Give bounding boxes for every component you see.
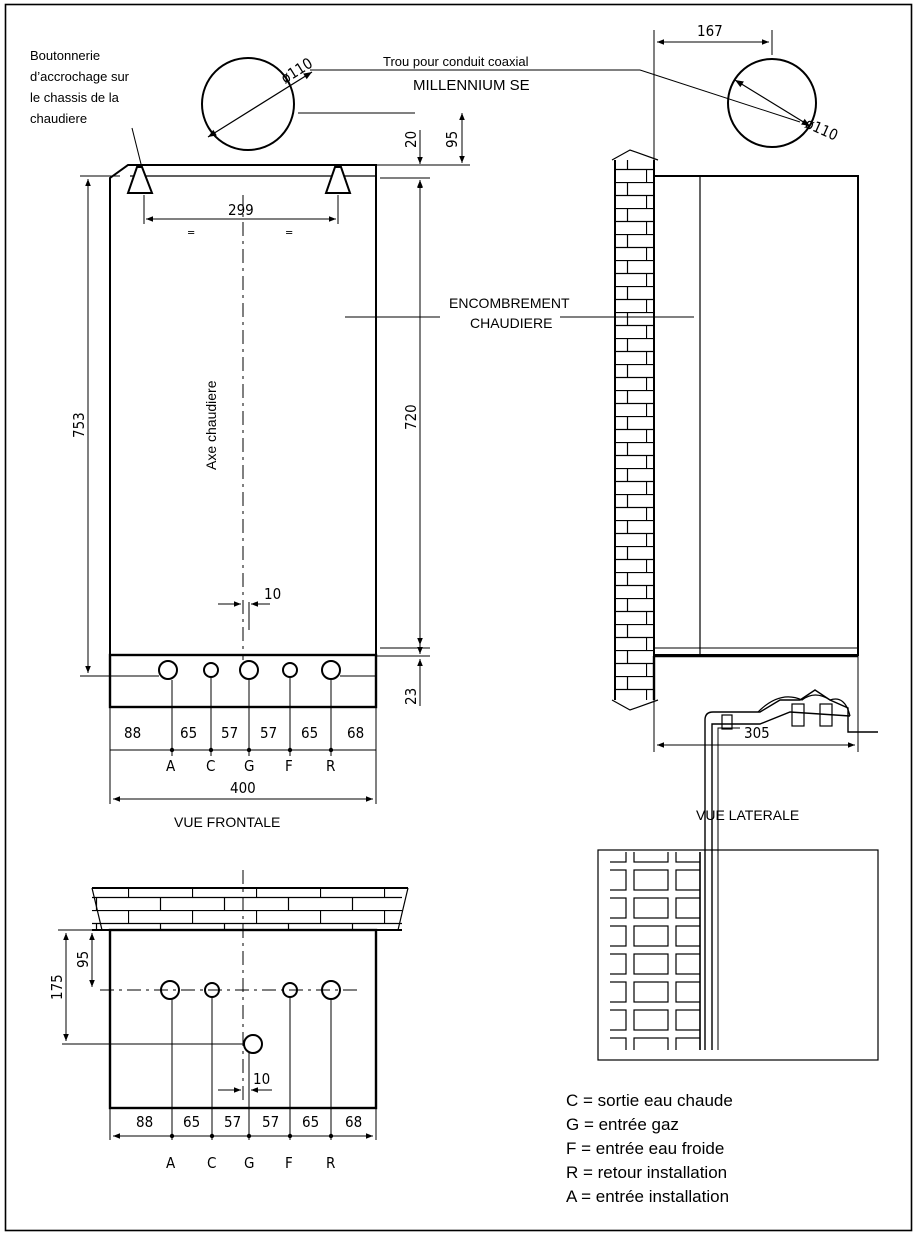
dim-95: 95 <box>443 131 461 148</box>
side-view <box>310 30 859 752</box>
top-spacing-1: 88 <box>136 1113 153 1131</box>
dim-167: 167 <box>697 22 723 40</box>
encombrement-label-1: ENCOMBREMENT <box>449 295 570 311</box>
legend-line-3: F = entrée eau froide <box>566 1139 724 1158</box>
trou-conduit-label: Trou pour conduit coaxial <box>383 54 529 69</box>
top-letter-F: F <box>285 1154 293 1172</box>
axe-chaudiere-label: Axe chaudiere <box>203 380 219 470</box>
boutonnerie-label-3: le chassis de la <box>30 90 120 105</box>
side-flue-circle <box>727 58 817 148</box>
dim-eq-left: = <box>187 226 195 239</box>
front-letter-A: A <box>166 757 176 775</box>
front-spacing-2: 65 <box>180 724 197 742</box>
dim-95-top: 95 <box>74 951 92 968</box>
dim-299: 299 <box>228 201 254 219</box>
top-spacing-2: 65 <box>183 1113 200 1131</box>
connection-A-icon <box>158 660 178 680</box>
top-spacing-4: 57 <box>262 1113 279 1131</box>
front-spacing-5: 65 <box>301 724 318 742</box>
dim-23: 23 <box>402 688 420 705</box>
front-spacing-1: 88 <box>124 724 141 742</box>
dim-720: 720 <box>402 404 420 430</box>
hanging-slot-left-icon <box>126 166 154 194</box>
millennium-label: MILLENNIUM SE <box>413 77 530 94</box>
encombrement-label-2: CHAUDIERE <box>470 315 552 331</box>
top-spacing-6: 68 <box>345 1113 362 1131</box>
top-connection-G-icon <box>243 1034 263 1054</box>
top-letter-G: G <box>244 1154 254 1172</box>
dim-305: 305 <box>744 724 770 742</box>
legend-line-1: C = sortie eau chaude <box>566 1091 733 1110</box>
front-view <box>80 57 470 804</box>
connection-box <box>108 653 378 709</box>
dim-753: 753 <box>70 412 88 438</box>
top-spacing-3: 57 <box>224 1113 241 1131</box>
front-diameter-label: ø110 <box>278 54 316 87</box>
dim-eq-right: = <box>285 226 293 239</box>
vue-laterale-label: VUE LATERALE <box>696 807 799 823</box>
front-spacing-6: 68 <box>347 724 364 742</box>
top-letter-R: R <box>326 1154 335 1172</box>
top-spacing-5: 65 <box>302 1113 319 1131</box>
front-spacing-3: 57 <box>221 724 238 742</box>
top-connection-A-icon <box>160 980 180 1000</box>
legend-line-5: A = entrée installation <box>566 1187 729 1206</box>
connection-R-icon <box>321 660 341 680</box>
front-letter-G: G <box>244 757 254 775</box>
front-letter-F: F <box>285 757 293 775</box>
dim-175: 175 <box>48 974 66 1000</box>
connection-G-icon <box>239 660 259 680</box>
side-diameter-label: ø110 <box>802 114 840 144</box>
front-letter-C: C <box>206 757 215 775</box>
connection-C-icon <box>203 662 219 678</box>
pipe-detail <box>597 689 879 1061</box>
dim-20: 20 <box>402 131 420 148</box>
vue-frontale-label: VUE FRONTALE <box>174 814 280 830</box>
boutonnerie-label-4: chaudiere <box>30 111 87 126</box>
front-spacing-4: 57 <box>260 724 277 742</box>
dim-10-top: 10 <box>253 1070 270 1088</box>
top-view <box>58 870 409 1140</box>
connection-F-icon <box>282 662 298 678</box>
legend-line-2: G = entrée gaz <box>566 1115 679 1134</box>
legend-line-4: R = retour installation <box>566 1163 727 1182</box>
page-border <box>4 3 913 1232</box>
top-letter-A: A <box>166 1154 176 1172</box>
top-letter-C: C <box>207 1154 216 1172</box>
front-letter-R: R <box>326 757 335 775</box>
dim-400: 400 <box>230 779 256 797</box>
boutonnerie-label-1: Boutonnerie <box>30 48 100 63</box>
hanging-slot-right-icon <box>324 166 352 194</box>
boutonnerie-label-2: d’accrochage sur <box>30 69 130 84</box>
dim-10: 10 <box>264 585 281 603</box>
